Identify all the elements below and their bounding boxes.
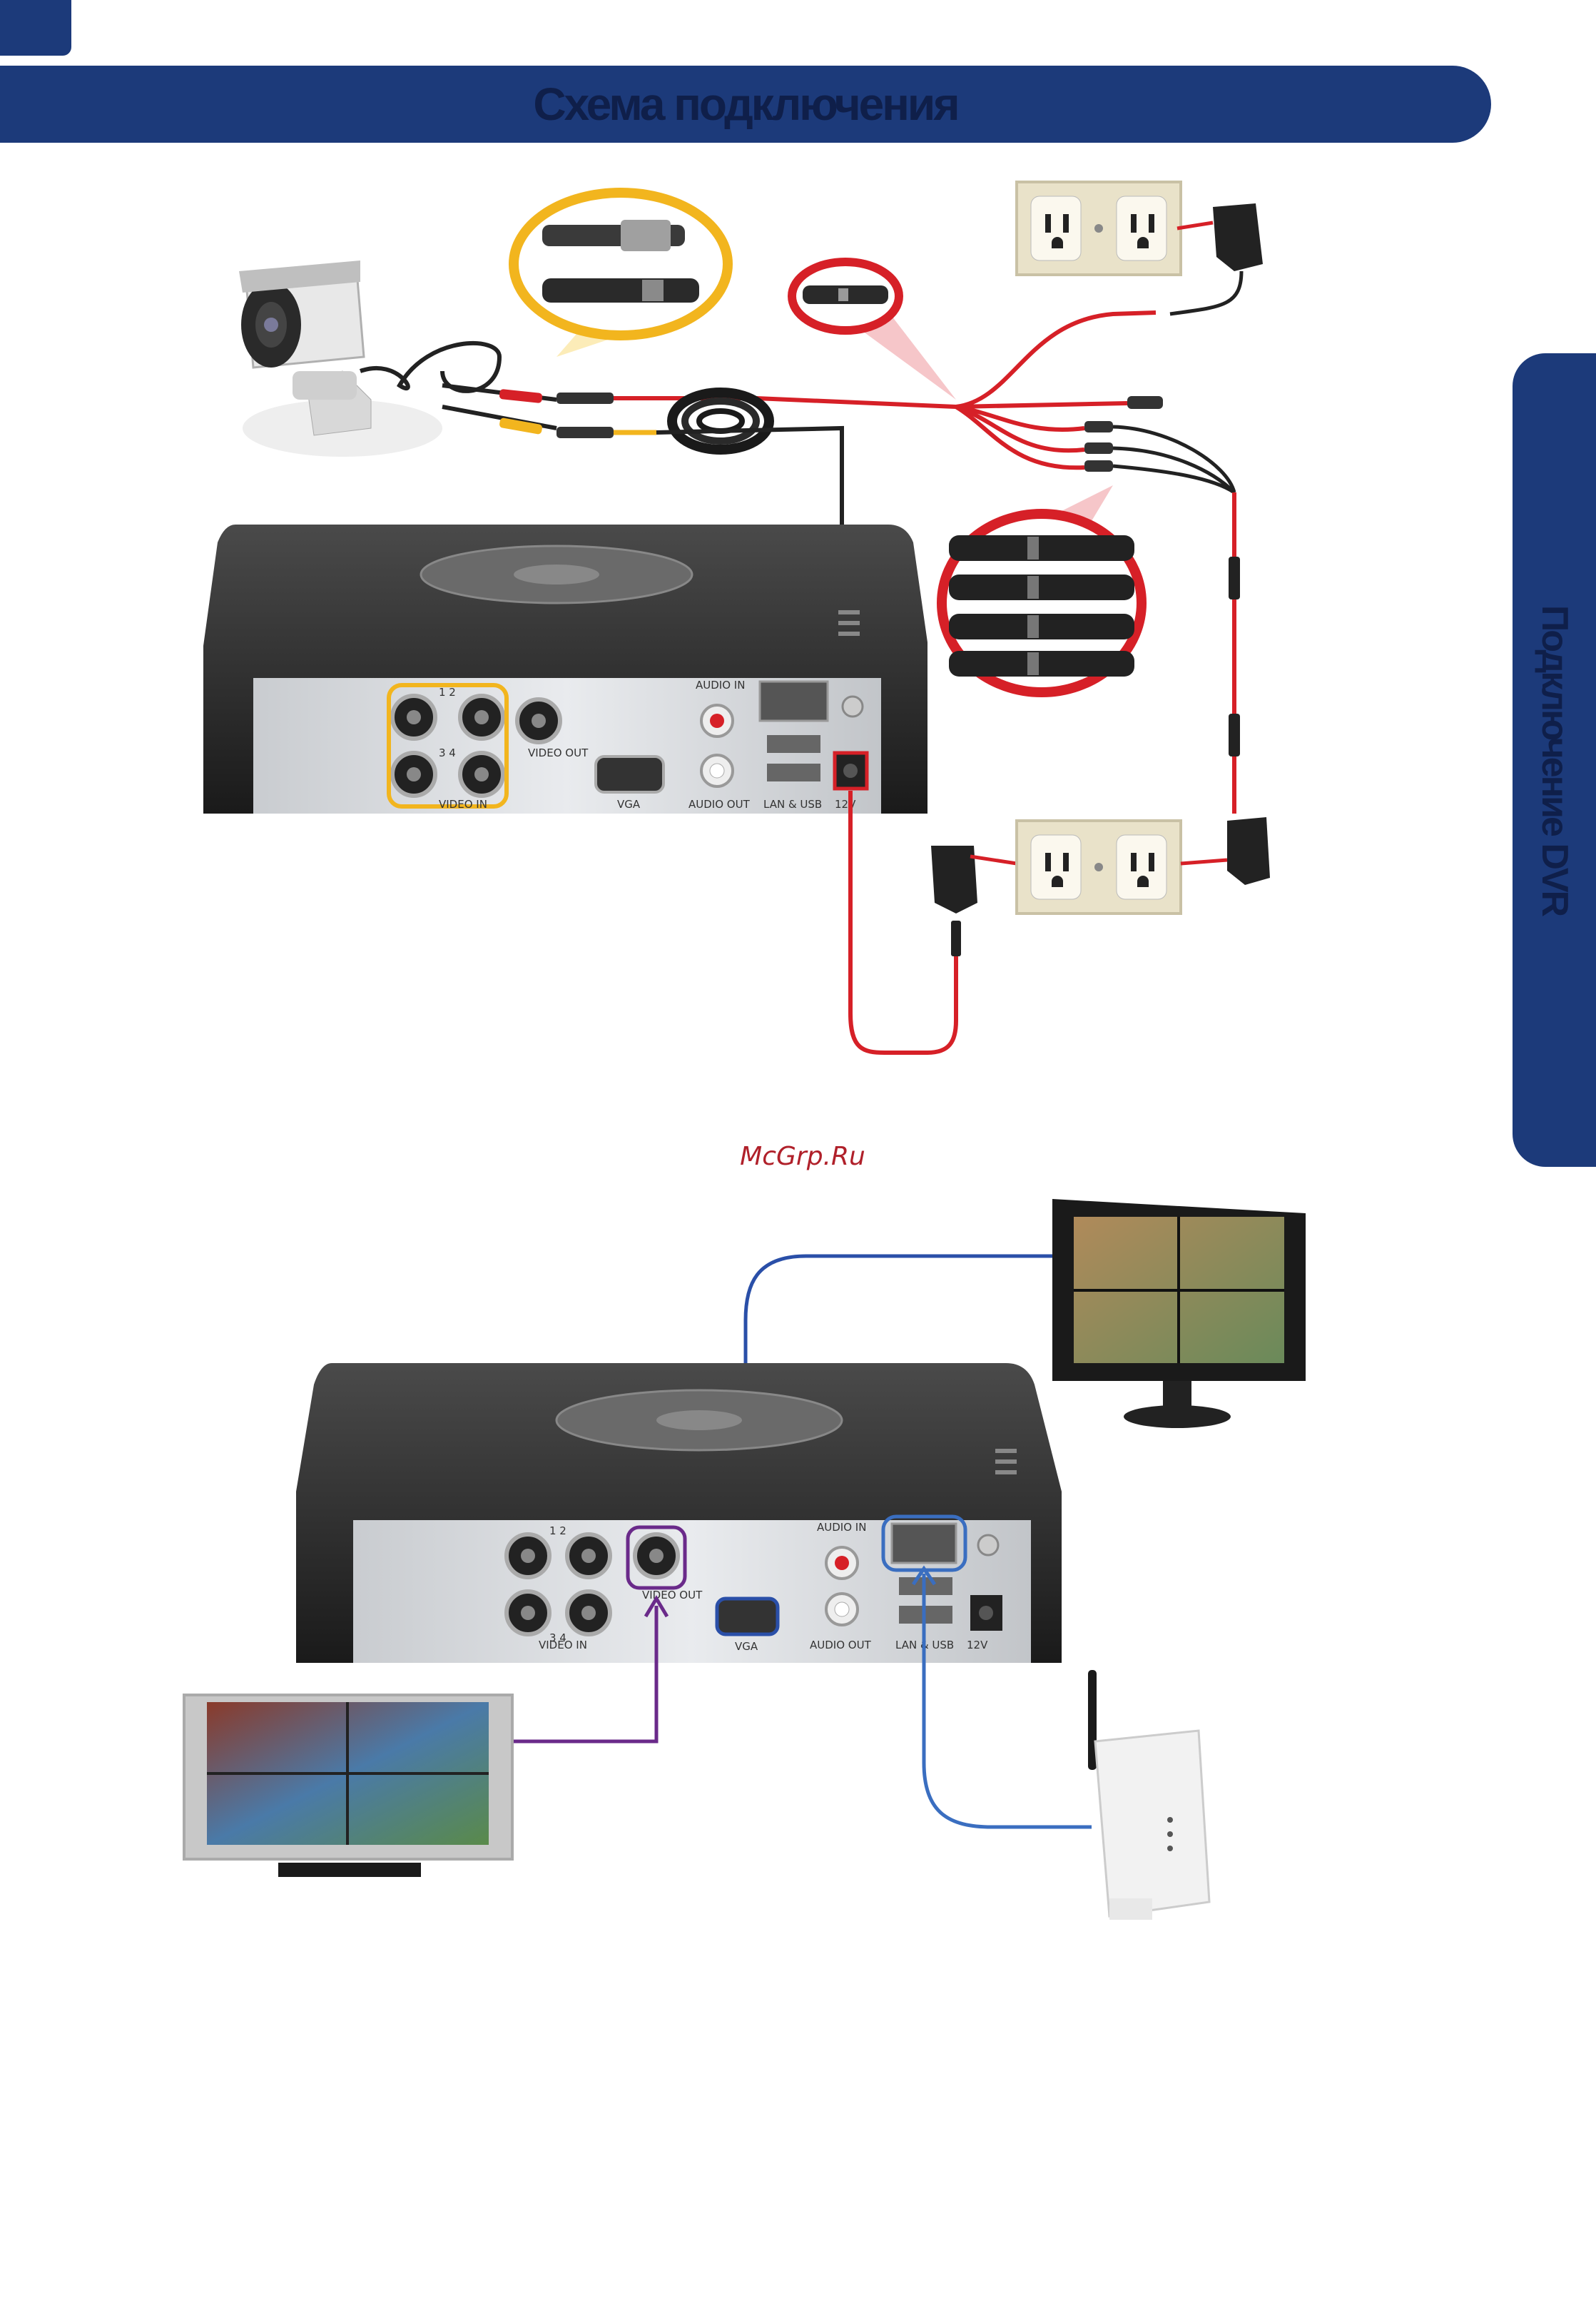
- power-outlet-icon: [1017, 182, 1181, 275]
- label-ch34: 3 4: [439, 747, 456, 759]
- lan-port: [760, 682, 828, 721]
- label-power: 12V: [835, 798, 856, 811]
- audio-out-port: [710, 764, 724, 778]
- dvr-icon: VIDEO IN 1 2 3 4 VIDEO OUT VGA AUDIO IN …: [203, 525, 927, 814]
- label-ch12: 1 2: [549, 1524, 566, 1537]
- power-splitter-zoom: [942, 514, 1142, 692]
- cable-coil-icon: [672, 393, 769, 450]
- tv-icon: [184, 1695, 512, 1877]
- power-outlet-icon: [1017, 821, 1181, 913]
- camera-icon: [239, 260, 442, 457]
- monitor-icon: [1052, 1199, 1306, 1428]
- label-ch12: 1 2: [439, 686, 456, 699]
- label-video-in: VIDEO IN: [439, 798, 487, 811]
- label-audio-in: AUDIO IN: [696, 679, 745, 692]
- vga-port: [596, 756, 664, 792]
- power-connector-zoom: [792, 262, 899, 330]
- label-ch34: 3 4: [549, 1631, 566, 1644]
- vga-port: [717, 1599, 778, 1634]
- dvr-icon: VIDEO IN 1 2 3 4 VIDEO OUT VGA AUDIO IN …: [296, 1363, 1062, 1663]
- lan-port: [892, 1524, 956, 1563]
- dvr-power-cable: [850, 791, 956, 1053]
- power-adapter-icon: [1170, 203, 1263, 314]
- label-vga: VGA: [735, 1640, 758, 1653]
- camera-cable: [360, 343, 499, 391]
- label-audio-out: AUDIO OUT: [688, 798, 751, 811]
- power-splitter: [956, 313, 1156, 467]
- label-audio-in: AUDIO IN: [817, 1521, 866, 1534]
- power-adapter-icon: [931, 846, 1017, 913]
- audio-in-port: [710, 714, 724, 728]
- label-lan-usb: LAN & USB: [763, 798, 822, 811]
- label-video-out: VIDEO OUT: [642, 1589, 703, 1601]
- label-vga: VGA: [617, 798, 641, 811]
- label-power: 12V: [967, 1639, 988, 1651]
- label-video-out: VIDEO OUT: [528, 747, 589, 759]
- bnc-connector-zoom: [514, 193, 728, 335]
- label-audio-out: AUDIO OUT: [810, 1639, 872, 1651]
- router-icon: [1088, 1670, 1209, 1920]
- power-adapter-icon: [1181, 817, 1270, 885]
